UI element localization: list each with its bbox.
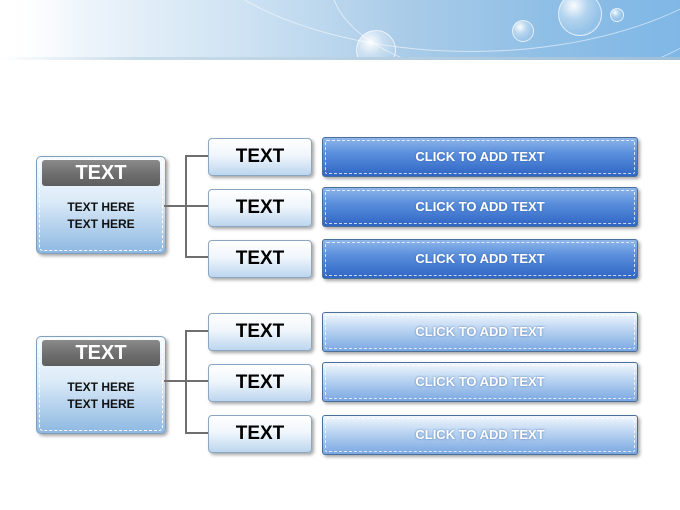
bar-dashed-border — [325, 365, 635, 399]
bar-label: CLICK TO ADD TEXT — [415, 324, 545, 339]
bar-label: CLICK TO ADD TEXT — [415, 199, 545, 214]
row-label: TEXT — [208, 313, 312, 351]
bar-dashed-border — [325, 315, 635, 349]
click-to-add-text-bar[interactable]: CLICK TO ADD TEXT — [322, 239, 638, 279]
click-to-add-text-bar[interactable]: CLICK TO ADD TEXT — [322, 187, 638, 227]
connector-line — [185, 256, 209, 258]
group-box-border — [39, 339, 163, 431]
connector-line — [185, 205, 209, 207]
bubble-decoration — [558, 0, 602, 36]
banner-fade — [0, 0, 80, 60]
connector-line — [185, 380, 209, 382]
group-body-text: TEXT HERE TEXT HERE — [37, 379, 165, 413]
bar-dashed-border — [325, 418, 635, 452]
bar-dashed-border — [325, 140, 635, 174]
group-body-line: TEXT HERE — [67, 380, 135, 394]
group-body-text: TEXT HERE TEXT HERE — [37, 199, 165, 233]
row-label: TEXT — [208, 415, 312, 453]
row-label: TEXT — [208, 138, 312, 176]
click-to-add-text-bar[interactable]: CLICK TO ADD TEXT — [322, 415, 638, 455]
bar-label: CLICK TO ADD TEXT — [415, 149, 545, 164]
connector-line — [185, 330, 209, 332]
row-label: TEXT — [208, 189, 312, 227]
bubble-decoration — [512, 20, 534, 42]
connector-line — [185, 432, 209, 434]
group-box-1: TEXT TEXT HERE TEXT HERE — [36, 156, 166, 254]
bar-label: CLICK TO ADD TEXT — [415, 427, 545, 442]
bar-dashed-border — [325, 190, 635, 224]
row-label: TEXT — [208, 364, 312, 402]
click-to-add-text-bar[interactable]: CLICK TO ADD TEXT — [322, 312, 638, 352]
bar-dashed-border — [325, 242, 635, 276]
click-to-add-text-bar[interactable]: CLICK TO ADD TEXT — [322, 362, 638, 402]
group-body-line: TEXT HERE — [67, 397, 135, 411]
connector-line — [164, 205, 186, 207]
group-body-line: TEXT HERE — [67, 200, 135, 214]
connector-line — [164, 380, 186, 382]
bar-label: CLICK TO ADD TEXT — [415, 374, 545, 389]
bubble-decoration — [356, 30, 396, 60]
banner-rule — [0, 57, 680, 60]
header-banner — [0, 0, 680, 60]
row-label: TEXT — [208, 240, 312, 278]
group-body-line: TEXT HERE — [67, 217, 135, 231]
bubble-decoration — [610, 8, 624, 22]
bar-label: CLICK TO ADD TEXT — [415, 251, 545, 266]
group-box-border — [39, 159, 163, 251]
group-title: TEXT — [42, 340, 160, 366]
connector-line — [185, 155, 209, 157]
group-title: TEXT — [42, 160, 160, 186]
click-to-add-text-bar[interactable]: CLICK TO ADD TEXT — [322, 137, 638, 177]
group-box-2: TEXT TEXT HERE TEXT HERE — [36, 336, 166, 434]
